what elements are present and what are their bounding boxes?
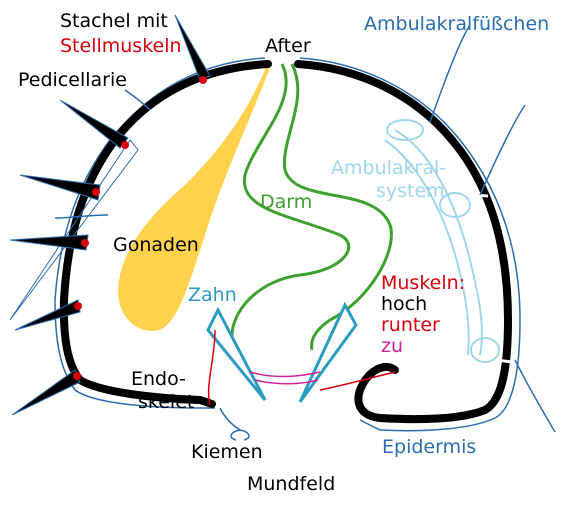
label-endoskelet-line2: skelet bbox=[138, 391, 194, 413]
gut bbox=[230, 63, 393, 351]
lantern-muscles bbox=[207, 329, 396, 406]
label-muskeln-line4: zu bbox=[381, 335, 403, 357]
gills bbox=[219, 407, 250, 441]
label-epidermis: Epidermis bbox=[382, 436, 476, 458]
label-muskeln-line2: hoch bbox=[381, 293, 427, 315]
spines bbox=[9, 14, 211, 416]
pore-gaps bbox=[419, 118, 513, 364]
spine-muscles bbox=[73, 76, 207, 380]
label-ambulakral-line1: Ambulakral- bbox=[331, 157, 446, 179]
label-pedicellarie: Pedicellarie bbox=[18, 69, 127, 91]
gonad-shape bbox=[118, 62, 272, 331]
label-after: After bbox=[265, 35, 311, 57]
endoskeleton-test bbox=[59, 60, 513, 424]
label-muskeln-line3: runter bbox=[381, 314, 440, 336]
label-kiemen: Kiemen bbox=[191, 441, 263, 463]
label-stachel-line2: Stellmuskeln bbox=[60, 35, 182, 57]
label-gonaden: Gonaden bbox=[113, 234, 199, 256]
tube-feet bbox=[54, 24, 556, 433]
label-zahn: Zahn bbox=[188, 284, 237, 306]
label-ambulakralfuesschen: Ambulakralfüßchen bbox=[364, 13, 549, 35]
ambulacral-system bbox=[384, 119, 500, 363]
label-mundfeld: Mundfeld bbox=[247, 473, 335, 495]
teeth bbox=[206, 301, 358, 403]
label-ambulakral-line2: system bbox=[376, 180, 445, 202]
epidermis-outline bbox=[54, 57, 521, 432]
label-muskeln-line1: Muskeln: bbox=[381, 272, 465, 294]
label-stachel-line1: Stachel mit bbox=[60, 10, 168, 32]
label-darm: Darm bbox=[260, 191, 312, 213]
label-endoskelet-line1: Endo- bbox=[131, 368, 186, 390]
